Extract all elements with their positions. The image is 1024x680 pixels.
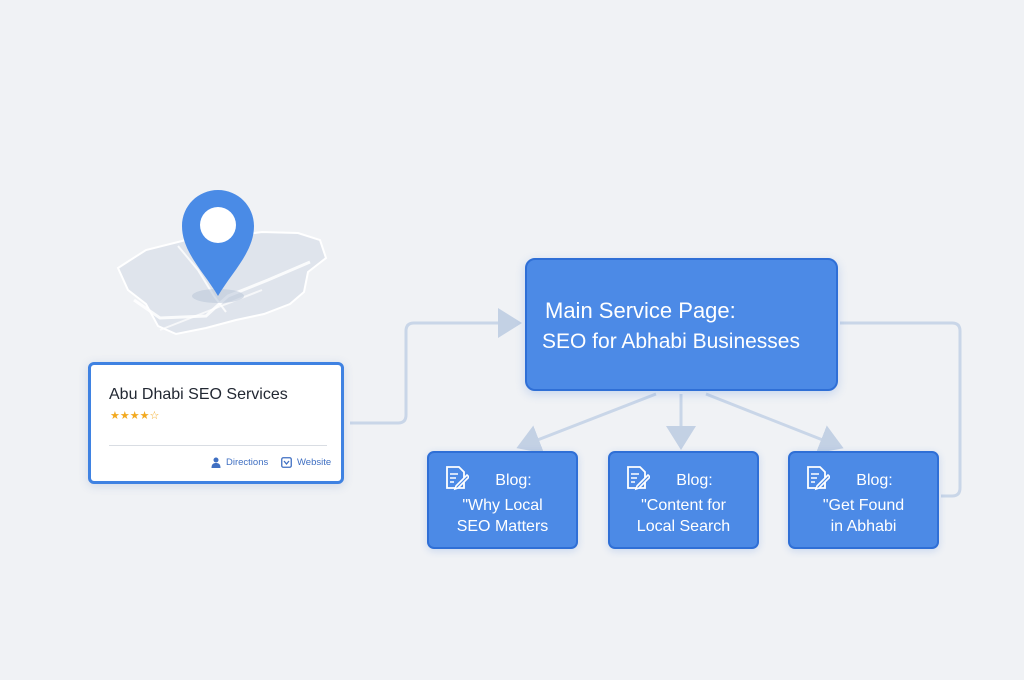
blog-title-line1: "Get Found (822, 497, 905, 514)
business-listing-card[interactable]: Abu Dhabi SEO Services ★★★★☆ Directions … (88, 362, 344, 484)
connector-main-to-blog-3b (705, 392, 844, 454)
blog-title-line1: "Why Local (462, 497, 543, 514)
document-edit-icon (804, 465, 832, 496)
business-name: Abu Dhabi SEO Services (109, 386, 288, 403)
document-edit-icon (624, 465, 652, 496)
map-pin-icon (182, 190, 254, 296)
connector-main-to-blog-3 (840, 321, 962, 498)
blog-title-line2: Local Search (636, 518, 731, 535)
website-label: Website (297, 457, 332, 468)
main-page-title: Main Service Page: (545, 298, 736, 323)
blog-label: Blog: (495, 472, 532, 489)
blog-label: Blog: (676, 472, 713, 489)
blog-node-2[interactable]: Blog: "Content for Local Search (608, 451, 759, 549)
divider (109, 445, 327, 446)
blog-label: Blog: (856, 472, 893, 489)
blog-title-line2: in Abhabi (830, 518, 897, 535)
star-rating: ★★★★☆ (110, 410, 160, 422)
blog-node-1[interactable]: Blog: "Why Local SEO Matters (427, 451, 578, 549)
document-edit-icon (443, 465, 471, 496)
main-service-page-node[interactable]: Main Service Page: SEO for Abhabi Busine… (525, 258, 838, 391)
directions-button[interactable]: Directions (211, 457, 268, 468)
blog-title-line1: "Content for (641, 497, 726, 514)
directions-label: Directions (226, 457, 269, 468)
blog-title-line2: SEO Matters (456, 518, 549, 535)
website-button[interactable]: Website (281, 457, 331, 468)
website-icon (281, 457, 292, 468)
main-page-subtitle: SEO for Abhabi Businesses (542, 330, 800, 353)
person-icon (211, 457, 221, 468)
connector-main-to-blog-1 (516, 392, 657, 454)
connector-listing-to-main (350, 308, 522, 425)
blog-node-3[interactable]: Blog: "Get Found in Abhabi (788, 451, 939, 549)
